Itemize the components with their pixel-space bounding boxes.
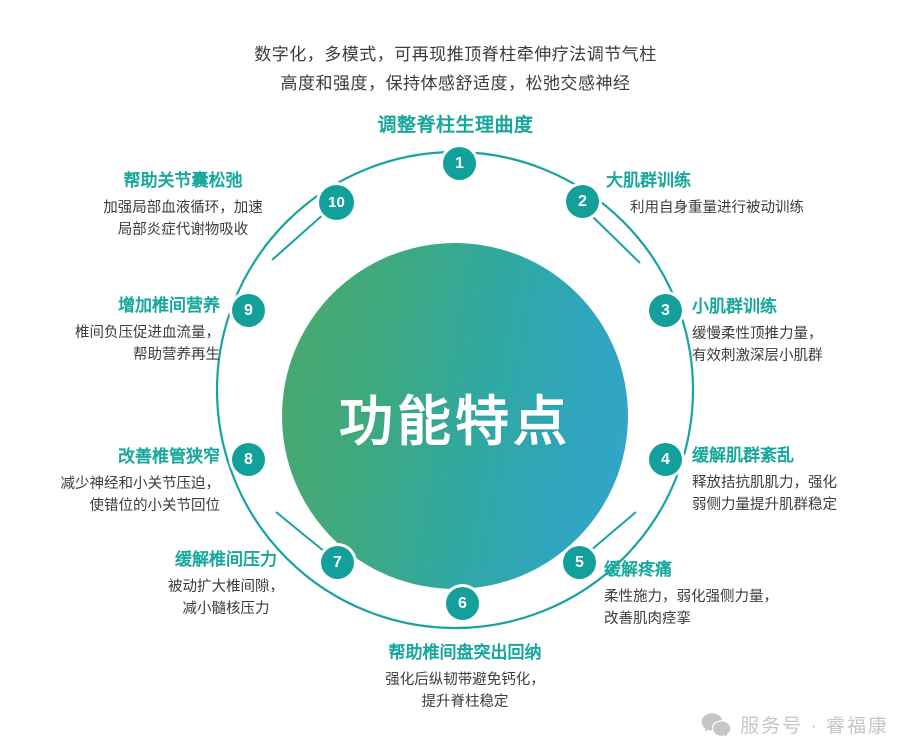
watermark: 服务号 · 睿福康 bbox=[701, 711, 889, 738]
center-circle: 功能特点 bbox=[282, 243, 628, 589]
item-3-desc-line-1: 缓慢柔性顶推力量， bbox=[692, 326, 823, 342]
item-2-title: 大肌群训练 bbox=[606, 171, 691, 190]
item-9[interactable]: 增加椎间营养 椎间负压促进血流量， 帮助营养再生 bbox=[8, 295, 220, 366]
item-5[interactable]: 缓解疼痛 柔性施力，弱化强侧力量， 改善肌肉痉挛 bbox=[604, 559, 778, 630]
item-8[interactable]: 改善椎管狭窄 减少神经和小关节压迫， 使错位的小关节回位 bbox=[8, 446, 221, 517]
badge-9[interactable]: 9 bbox=[232, 294, 265, 327]
center-label: 功能特点 bbox=[339, 391, 571, 452]
item-9-title: 增加椎间营养 bbox=[118, 296, 220, 315]
item-8-title: 改善椎管狭窄 bbox=[118, 447, 220, 466]
header-line-2: 高度和强度，保持体感舒适度，松弛交感神经 bbox=[280, 74, 631, 93]
badge-6[interactable]: 6 bbox=[446, 587, 479, 620]
badge-2-number: 2 bbox=[578, 192, 587, 210]
item-7-desc-line-2: 减小髓核压力 bbox=[182, 601, 270, 617]
item-10[interactable]: 帮助关节囊松弛 加强局部血液循环，加速 局部炎症代谢物吸收 bbox=[48, 170, 318, 241]
item-6-desc-line-2: 提升脊柱稳定 bbox=[421, 694, 509, 710]
badge-10-number: 10 bbox=[328, 194, 345, 211]
badge-2[interactable]: 2 bbox=[566, 185, 599, 218]
item-5-desc-line-1: 柔性施力，弱化强侧力量， bbox=[604, 589, 778, 605]
wechat-icon bbox=[701, 712, 731, 737]
item-5-title: 缓解疼痛 bbox=[604, 560, 672, 579]
item-9-desc-line-1: 椎间负压促进血流量， bbox=[75, 325, 220, 341]
badge-5[interactable]: 5 bbox=[563, 546, 596, 579]
item-6-desc-line-1: 强化后纵韧带避免钙化， bbox=[385, 672, 545, 688]
item-7-title: 缓解椎间压力 bbox=[175, 550, 277, 569]
badge-10[interactable]: 10 bbox=[319, 185, 354, 220]
item-6-title: 帮助椎间盘突出回纳 bbox=[388, 643, 542, 662]
item-2-desc-line-1: 利用自身重量进行被动训练 bbox=[630, 200, 804, 216]
item-7-desc-line-1: 被动扩大椎间隙， bbox=[168, 579, 284, 595]
item-4-desc-line-1: 释放拮抗肌肌力，强化 bbox=[692, 475, 837, 491]
item-3[interactable]: 小肌群训练 缓慢柔性顶推力量， 有效刺激深层小肌群 bbox=[692, 296, 823, 367]
item-7[interactable]: 缓解椎间压力 被动扩大椎间隙， 减小髓核压力 bbox=[140, 549, 312, 620]
badge-3[interactable]: 3 bbox=[649, 294, 682, 327]
watermark-text: 服务号 · 睿福康 bbox=[740, 716, 889, 737]
badge-8-number: 8 bbox=[244, 450, 253, 468]
header-block: 数字化，多模式，可再现推顶脊柱牵伸疗法调节气柱 高度和强度，保持体感舒适度，松弛… bbox=[0, 40, 911, 137]
header-subtitle: 调整脊柱生理曲度 bbox=[377, 115, 534, 136]
leader-line-5 bbox=[589, 511, 637, 552]
badge-8[interactable]: 8 bbox=[232, 443, 265, 476]
badge-1[interactable]: 1 bbox=[443, 147, 476, 180]
item-3-title: 小肌群训练 bbox=[692, 297, 777, 316]
badge-7-number: 7 bbox=[333, 553, 342, 571]
badge-3-number: 3 bbox=[661, 301, 670, 319]
badge-6-number: 6 bbox=[458, 594, 467, 612]
item-10-title: 帮助关节囊松弛 bbox=[123, 171, 243, 190]
item-3-desc-line-2: 有效刺激深层小肌群 bbox=[692, 348, 823, 364]
item-10-desc-line-1: 加强局部血液循环，加速 bbox=[103, 200, 263, 216]
item-8-desc-line-1: 减少神经和小关节压迫， bbox=[60, 476, 221, 492]
badge-1-number: 1 bbox=[455, 154, 464, 172]
badge-4-number: 4 bbox=[661, 450, 670, 468]
leader-line-7 bbox=[275, 511, 326, 553]
item-2[interactable]: 大肌群训练 利用自身重量进行被动训练 bbox=[606, 170, 804, 219]
item-4-title: 缓解肌群紊乱 bbox=[692, 446, 794, 465]
item-10-desc-line-2: 局部炎症代谢物吸收 bbox=[117, 222, 249, 238]
leader-line-2 bbox=[591, 215, 641, 264]
badge-9-number: 9 bbox=[244, 301, 253, 319]
item-4-desc-line-2: 弱侧力量提升肌群稳定 bbox=[692, 497, 837, 513]
badge-7[interactable]: 7 bbox=[321, 546, 354, 579]
item-4[interactable]: 缓解肌群紊乱 释放拮抗肌肌力，强化 弱侧力量提升肌群稳定 bbox=[692, 445, 837, 516]
item-8-desc-line-2: 使错位的小关节回位 bbox=[89, 498, 221, 514]
item-9-desc-line-2: 帮助营养再生 bbox=[133, 347, 220, 363]
item-5-desc-line-2: 改善肌肉痉挛 bbox=[604, 611, 691, 627]
badge-5-number: 5 bbox=[575, 553, 584, 571]
header-line-1: 数字化，多模式，可再现推顶脊柱牵伸疗法调节气柱 bbox=[254, 45, 657, 64]
leader-line-10 bbox=[271, 212, 326, 261]
badge-4[interactable]: 4 bbox=[649, 443, 682, 476]
item-6[interactable]: 帮助椎间盘突出回纳 强化后纵韧带避免钙化， 提升脊柱稳定 bbox=[305, 642, 625, 713]
